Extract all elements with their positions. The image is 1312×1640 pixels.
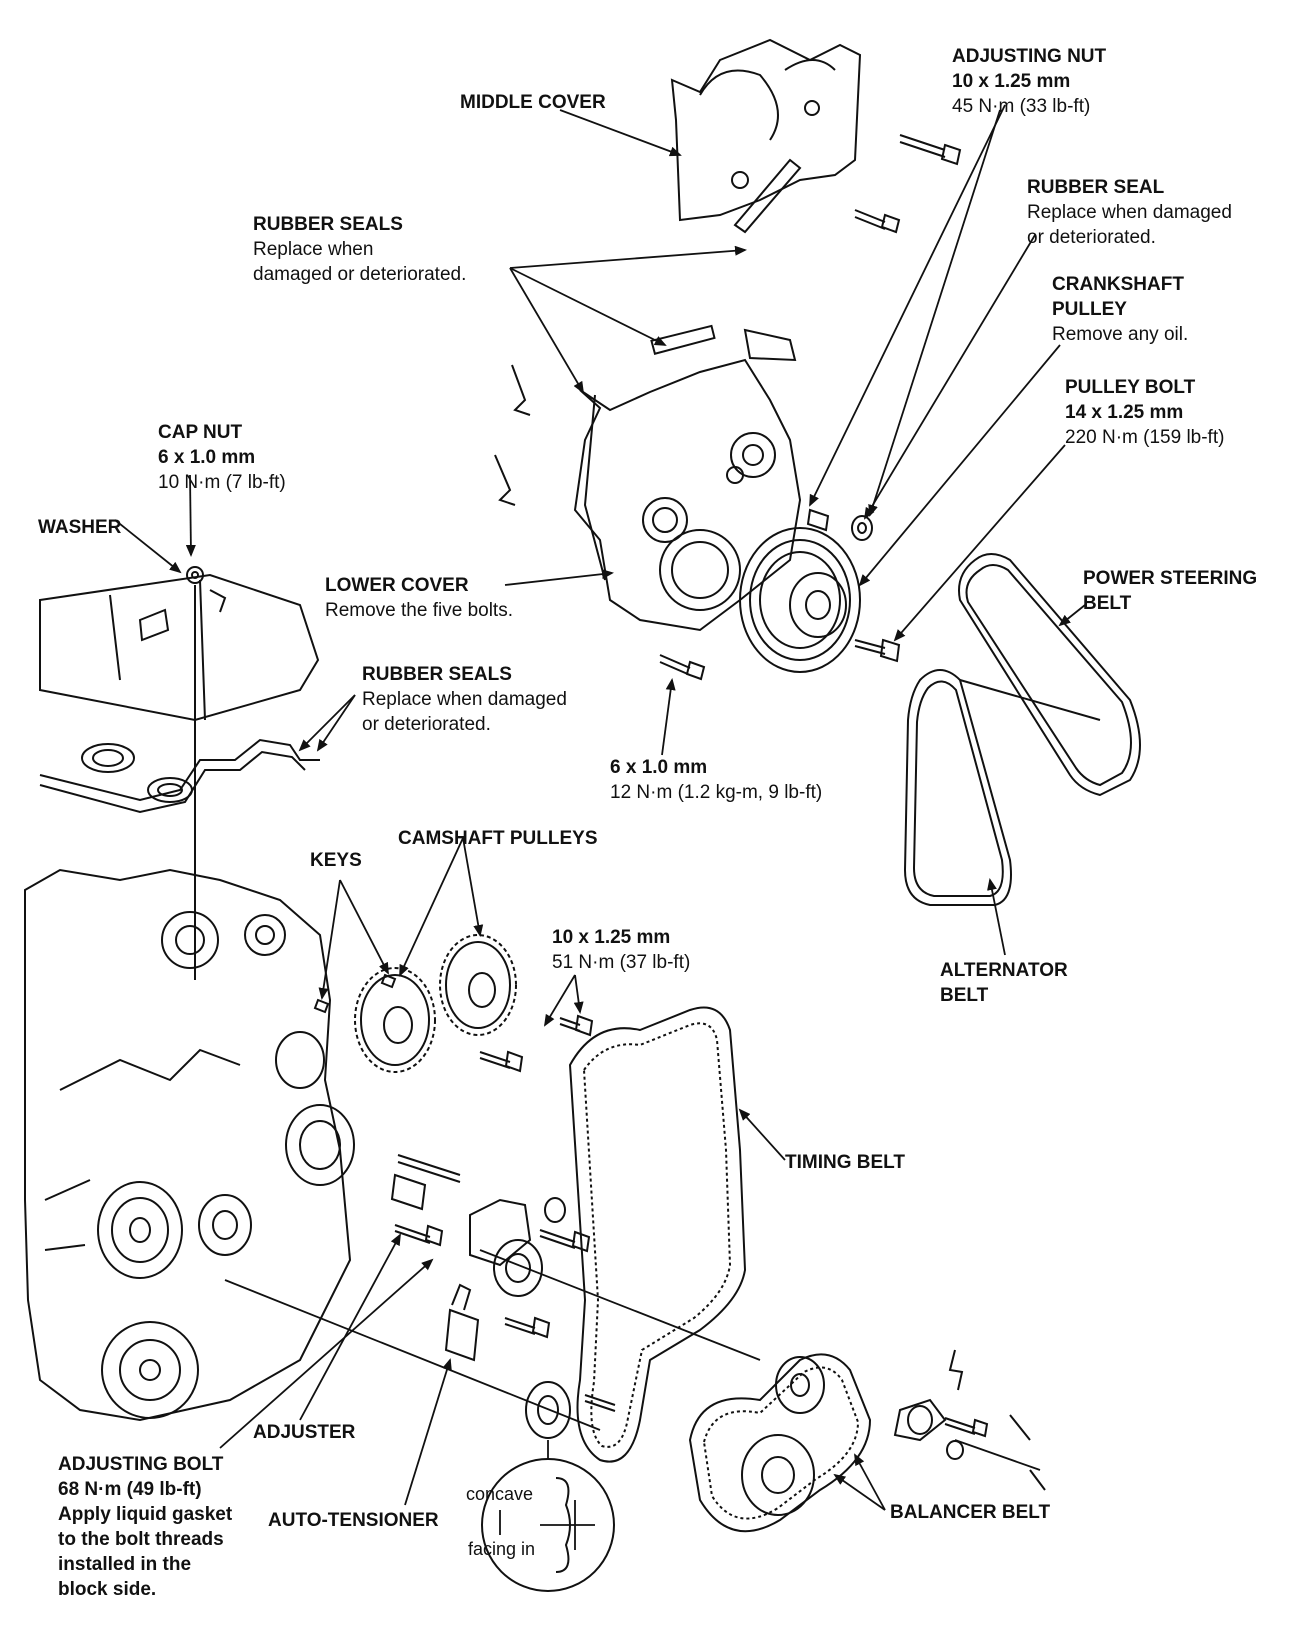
label-camshaft-pulleys: CAMSHAFT PULLEYS	[398, 826, 598, 851]
auto-tensioner-title: AUTO-TENSIONER	[268, 1510, 439, 1531]
label-power-steering-belt: POWER STEERING BELT	[1083, 566, 1257, 616]
power-steering-belt-title2: BELT	[1083, 593, 1132, 614]
label-bolt-10x125: 10 x 1.25 mm 51 N·m (37 lb-ft)	[552, 925, 690, 975]
label-bolt-6x1: 6 x 1.0 mm 12 N·m (1.2 kg-m, 9 lb-ft)	[610, 755, 822, 805]
adjuster-title: ADJUSTER	[253, 1422, 356, 1443]
upper-timing-cover-part	[494, 324, 802, 681]
label-timing-belt: TIMING BELT	[785, 1150, 905, 1175]
drive-belts-part	[903, 553, 1141, 906]
bolt-6x1-spec: 6 x 1.0 mm	[610, 757, 708, 778]
crankshaft-pulley-note: Remove any oil.	[1052, 324, 1189, 345]
label-middle-cover: MIDDLE COVER	[460, 90, 606, 115]
power-steering-belt-title1: POWER STEERING	[1083, 568, 1258, 589]
label-adjuster: ADJUSTER	[253, 1420, 355, 1445]
label-crankshaft-pulley: CRANKSHAFT PULLEY Remove any oil.	[1052, 272, 1188, 347]
pulley-bolt-spec: 14 x 1.25 mm	[1065, 402, 1184, 423]
balancer-belt-title: BALANCER BELT	[890, 1502, 1051, 1523]
cylinder-head-cover-part	[39, 566, 320, 980]
camshaft-pulleys-title: CAMSHAFT PULLEYS	[398, 828, 598, 849]
crankshaft-pulley-title1: CRANKSHAFT	[1052, 274, 1184, 295]
concave-callout-line1: concave	[466, 1484, 534, 1504]
bolt-10x125-torque: 51 N·m (37 lb-ft)	[552, 952, 691, 973]
leader-lines	[114, 104, 1086, 1511]
label-washer: WASHER	[38, 515, 121, 540]
middle-cover-title: MIDDLE COVER	[460, 92, 606, 113]
adjusting-bolt-note1: Apply liquid gasket	[58, 1504, 233, 1525]
label-rubber-seal-right: RUBBER SEAL Replace when damaged or dete…	[1027, 175, 1232, 250]
crankshaft-pulley-part	[739, 508, 901, 673]
keys-title: KEYS	[310, 850, 362, 871]
adjusting-bolt-title: ADJUSTING BOLT	[58, 1454, 224, 1475]
alternator-belt-title2: BELT	[940, 985, 989, 1006]
adjusting-nut-torque: 45 N·m (33 lb-ft)	[952, 96, 1091, 117]
adjusting-nut-title: ADJUSTING NUT	[952, 46, 1107, 67]
adjusting-bolt-note2: to the bolt threads	[58, 1529, 224, 1550]
adjusting-bolt-note4: block side.	[58, 1579, 157, 1600]
rubber-seals-left-title: RUBBER SEALS	[362, 664, 512, 685]
pulley-bolt-title: PULLEY BOLT	[1065, 377, 1196, 398]
lower-cover-title: LOWER COVER	[325, 575, 469, 596]
label-adjusting-nut: ADJUSTING NUT 10 x 1.25 mm 45 N·m (33 lb…	[952, 44, 1106, 119]
alternator-belt-title1: ALTERNATOR	[940, 960, 1068, 981]
rubber-seals-top-note2: damaged or deteriorated.	[253, 264, 467, 285]
rubber-seal-right-title: RUBBER SEAL	[1027, 177, 1165, 198]
balancer-belt-part	[688, 1353, 872, 1533]
rubber-seals-top-note1: Replace when	[253, 239, 374, 260]
rubber-seals-top-title: RUBBER SEALS	[253, 214, 403, 235]
pulley-bolt-torque: 220 N·m (159 lb-ft)	[1065, 427, 1225, 448]
bolt-10x125-spec: 10 x 1.25 mm	[552, 927, 671, 948]
rubber-seals-left-note2: or deteriorated.	[362, 714, 491, 735]
bolt-6x1-torque: 12 N·m (1.2 kg-m, 9 lb-ft)	[610, 782, 823, 803]
timing-belt-part	[568, 1006, 747, 1463]
cap-nut-torque: 10 N·m (7 lb-ft)	[158, 472, 286, 493]
crankshaft-pulley-title2: PULLEY	[1052, 299, 1127, 320]
adjusting-bolt-note3: installed in the	[58, 1554, 192, 1575]
adjusting-nut-spec: 10 x 1.25 mm	[952, 71, 1071, 92]
engine-block-part	[24, 868, 355, 1422]
label-keys: KEYS	[310, 848, 362, 873]
cap-nut-spec: 6 x 1.0 mm	[158, 447, 256, 468]
label-alternator-belt: ALTERNATOR BELT	[940, 958, 1068, 1008]
tensioner-assembly-part	[224, 1154, 1046, 1491]
cap-nut-title: CAP NUT	[158, 422, 243, 443]
label-auto-tensioner: AUTO-TENSIONER	[268, 1508, 439, 1533]
label-balancer-belt: BALANCER BELT	[890, 1500, 1050, 1525]
adjusting-bolt-torque: 68 N·m (49 lb-ft)	[58, 1479, 202, 1500]
washer-title: WASHER	[38, 517, 122, 538]
rubber-seal-right-note1: Replace when damaged	[1027, 202, 1232, 223]
lower-cover-note: Remove the five bolts.	[325, 600, 513, 621]
label-pulley-bolt: PULLEY BOLT 14 x 1.25 mm 220 N·m (159 lb…	[1065, 375, 1224, 450]
concave-callout-line2: facing in	[468, 1539, 536, 1559]
camshaft-pulleys-part	[313, 934, 594, 1073]
label-rubber-seals-left: RUBBER SEALS Replace when damaged or det…	[362, 662, 567, 737]
label-adjusting-bolt: ADJUSTING BOLT 68 N·m (49 lb-ft) Apply l…	[58, 1452, 232, 1602]
rubber-seals-left-note1: Replace when damaged	[362, 689, 567, 710]
concave-detail-callout	[481, 1440, 615, 1592]
timing-belt-title: TIMING BELT	[785, 1152, 905, 1173]
label-cap-nut: CAP NUT 6 x 1.0 mm 10 N·m (7 lb-ft)	[158, 420, 286, 495]
rubber-seal-right-note2: or deteriorated.	[1027, 227, 1156, 248]
middle-cover-part	[670, 38, 962, 234]
label-rubber-seals-top: RUBBER SEALS Replace when damaged or det…	[253, 212, 466, 287]
label-lower-cover: LOWER COVER Remove the five bolts.	[325, 573, 513, 623]
